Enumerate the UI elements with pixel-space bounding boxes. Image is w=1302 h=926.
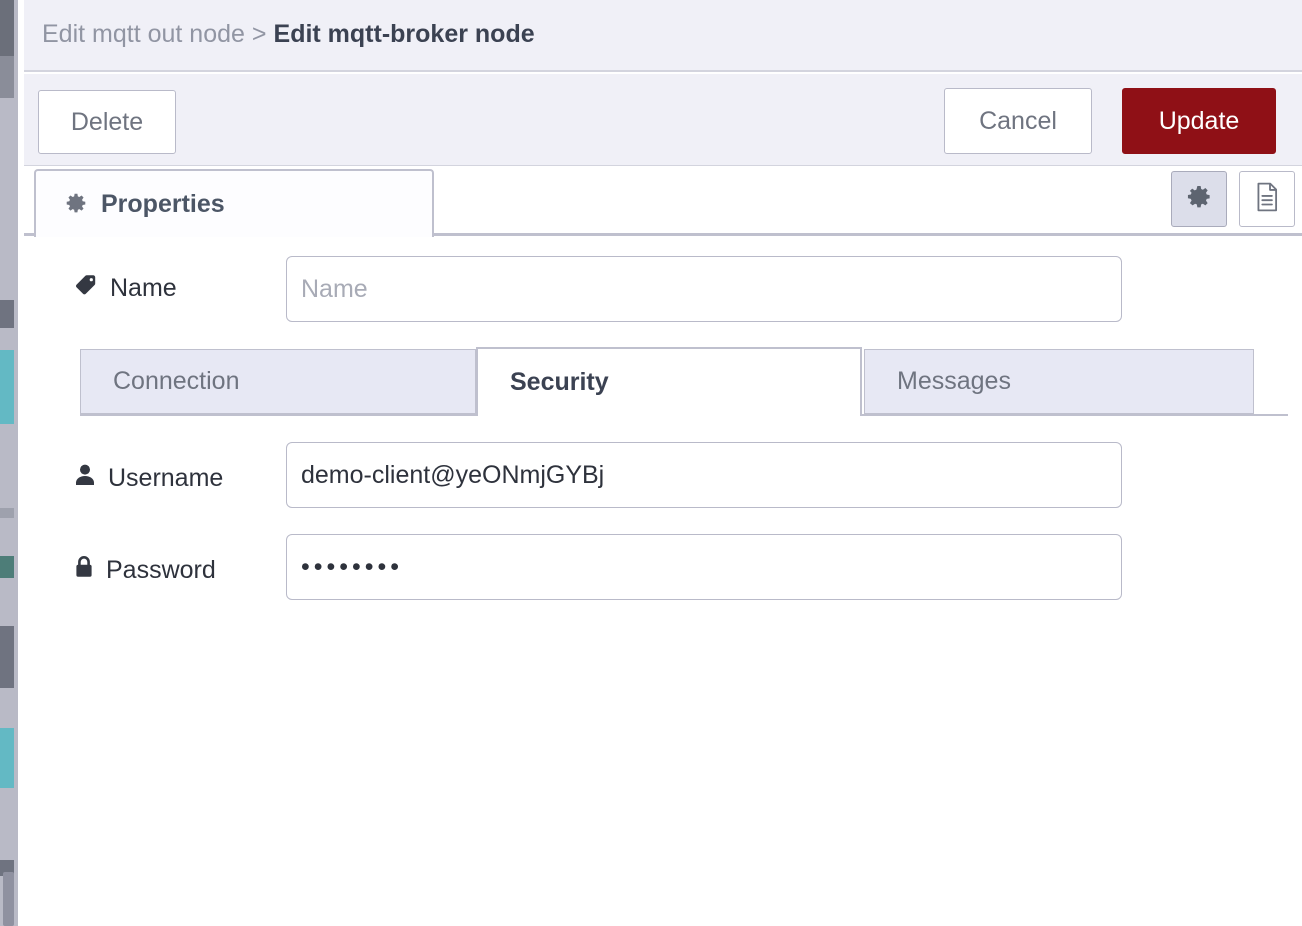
gear-icon xyxy=(64,192,88,216)
description-icon xyxy=(1254,182,1280,217)
cancel-button[interactable]: Cancel xyxy=(944,88,1092,154)
password-label: Password xyxy=(74,555,216,586)
gear-icon xyxy=(1186,184,1212,215)
breadcrumb-current: Edit mqtt-broker node xyxy=(273,20,535,48)
settings-icon-button[interactable] xyxy=(1171,171,1227,227)
username-input[interactable] xyxy=(286,442,1122,508)
palette-fragment xyxy=(0,0,14,56)
username-label-text: Username xyxy=(108,464,224,492)
dialog-action-bar: Delete Cancel Update xyxy=(24,74,1302,166)
description-icon-button[interactable] xyxy=(1239,171,1295,227)
name-label-text: Name xyxy=(110,274,177,302)
breadcrumb: Edit mqtt out node>Edit mqtt-broker node xyxy=(42,20,535,49)
palette-fragment xyxy=(0,728,14,788)
breadcrumb-parent[interactable]: Edit mqtt out node xyxy=(42,20,245,48)
user-icon xyxy=(74,463,96,494)
palette-fragment xyxy=(0,556,14,578)
palette-fragment xyxy=(0,300,14,328)
palette-fragment xyxy=(0,56,14,98)
lock-icon xyxy=(74,555,94,586)
delete-button[interactable]: Delete xyxy=(38,90,176,154)
form-row-password: Password xyxy=(24,521,1302,621)
name-label: Name xyxy=(74,273,177,304)
subtab-security[interactable]: Security xyxy=(476,347,862,416)
editor-background-sliver xyxy=(0,0,18,926)
editor-vertical-scrollbar[interactable] xyxy=(3,872,14,926)
form-row-name: Name xyxy=(24,237,1302,337)
password-input[interactable] xyxy=(286,534,1122,600)
breadcrumb-separator: > xyxy=(251,20,267,48)
subtab-connection[interactable]: Connection xyxy=(80,349,476,414)
dialog-tabstrip: Properties xyxy=(24,167,1302,237)
tag-icon xyxy=(74,273,98,304)
palette-fragment xyxy=(0,626,14,688)
tab-properties[interactable]: Properties xyxy=(34,169,434,237)
palette-fragment xyxy=(0,508,14,518)
properties-form: Name Connection Security Messages Userna… xyxy=(24,237,1302,926)
subtab-messages[interactable]: Messages xyxy=(864,349,1254,414)
update-button[interactable]: Update xyxy=(1122,88,1276,154)
palette-fragment xyxy=(0,350,14,424)
tab-properties-label: Properties xyxy=(101,189,225,218)
security-subtabs: Connection Security Messages xyxy=(24,347,1302,419)
password-label-text: Password xyxy=(106,556,216,584)
form-row-username: Username xyxy=(24,429,1302,529)
name-input[interactable] xyxy=(286,256,1122,322)
edit-node-dialog: Edit mqtt out node>Edit mqtt-broker node… xyxy=(18,0,1302,926)
username-label: Username xyxy=(74,463,223,494)
dialog-header: Edit mqtt out node>Edit mqtt-broker node xyxy=(24,0,1302,72)
tabstrip-baseline xyxy=(24,233,1302,236)
